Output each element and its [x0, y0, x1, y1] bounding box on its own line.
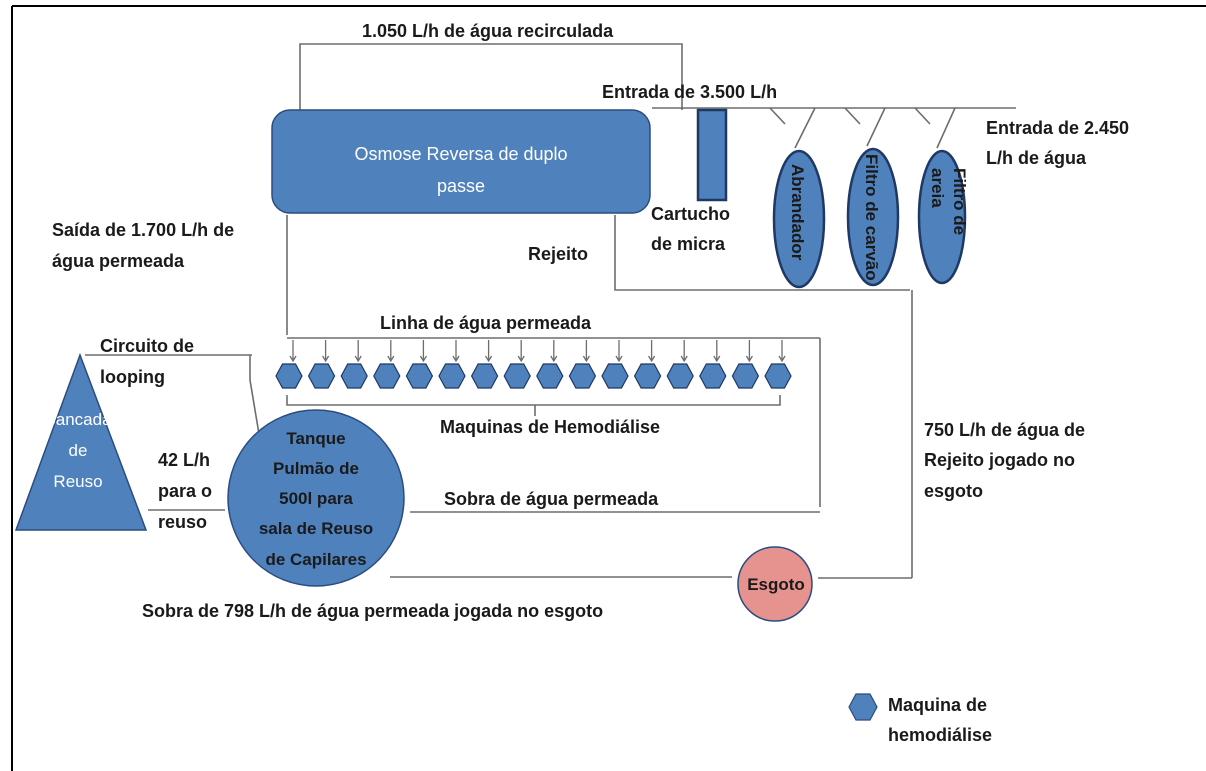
legend-label-2: hemodiálise — [888, 725, 992, 745]
reject-line — [614, 215, 910, 291]
hemodialysis-machine — [633, 363, 662, 389]
inlet-carbon-arrow2 — [844, 107, 861, 125]
hemodialysis-machine — [536, 363, 564, 389]
reverse-osmosis-label-1: Osmose Reversa de duplo — [354, 144, 567, 164]
inlet-softener-arrow — [794, 107, 816, 149]
hemodialysis-machine — [438, 363, 466, 389]
machines-bracket — [286, 395, 781, 406]
cartridge-label-2: de micra — [651, 234, 726, 254]
hemodialysis-machine — [601, 363, 629, 389]
leftover-permeate-label: Sobra de água permeada — [444, 489, 659, 509]
reverse-osmosis-label-2: passe — [437, 176, 485, 196]
hemodialysis-machine — [764, 363, 792, 389]
sand-filter-label-2: areia — [928, 168, 947, 208]
machine-feed-arrow — [387, 340, 395, 363]
input-2450-label-1: Entrada de 2.450 — [986, 118, 1129, 138]
softener-unit — [772, 149, 826, 289]
reuse-bench-label-3: Reuso — [53, 472, 102, 491]
machine-feed-arrows — [289, 340, 786, 363]
hemodialysis-machine — [503, 363, 531, 389]
inlet-sand-arrow2 — [914, 107, 931, 125]
micron-cartridge — [696, 108, 728, 202]
machine-feed-arrow — [745, 340, 753, 363]
hemodialysis-machine — [373, 363, 401, 389]
leftover-798-label: Sobra de 798 L/h de água permeada jogada… — [142, 601, 603, 621]
reuse-bench: Bancada de Reuso — [14, 352, 148, 531]
buffer-tank: Tanque Pulmão de 500l para sala de Reuso… — [227, 409, 405, 587]
hemodialysis-machine — [666, 363, 694, 389]
reuse-flow-label-3: reuso — [158, 512, 207, 532]
sand-filter-unit — [917, 149, 967, 285]
carbon-filter-unit — [846, 147, 900, 287]
machine-feed-arrow — [582, 340, 590, 363]
looping-label-2: looping — [100, 367, 165, 387]
legend-label-1: Maquina de — [888, 695, 987, 715]
legend: Maquina de hemodiálise — [848, 693, 992, 745]
looping-label-1: Circuito de — [100, 336, 194, 356]
machine-feed-arrow — [680, 340, 688, 363]
hemodialysis-machine — [405, 363, 434, 389]
carbon-filter-label: Filtro de carvão — [862, 154, 881, 281]
machine-feed-arrow — [485, 340, 493, 363]
machine-feed-arrow — [713, 340, 721, 363]
machine-feed-arrow — [648, 340, 656, 363]
reject-750-label-1: 750 L/h de água de — [924, 420, 1085, 440]
reuse-bench-label-1: Bancada — [44, 410, 112, 429]
inlet-sand-arrow — [936, 107, 956, 149]
reject-750-label-2: Rejeito jogado no — [924, 450, 1075, 470]
hemodialysis-machines — [275, 363, 792, 389]
hemodialysis-machine — [275, 363, 303, 389]
machine-feed-arrow — [615, 340, 623, 363]
diagram-frame — [11, 5, 1206, 771]
machine-feed-arrow — [354, 340, 362, 363]
input-2450-label-2: L/h de água — [986, 148, 1087, 168]
output-1700-label-1: Saída de 1.700 L/h de — [52, 220, 234, 240]
input-3500-label: Entrada de 3.500 L/h — [602, 82, 777, 102]
flow-lines — [85, 43, 1016, 579]
hemodialysis-machine — [307, 363, 336, 389]
recirculation-line — [299, 43, 683, 110]
reuse-flow-label-2: para o — [158, 481, 212, 501]
output-1700-label-2: água permeada — [52, 251, 185, 271]
machine-feed-arrow — [452, 340, 460, 363]
inlet-carbon-arrow — [866, 107, 886, 147]
tank-label-1: Tanque — [286, 429, 345, 448]
hemodialysis-machine — [568, 363, 597, 389]
reject-750-label-3: esgoto — [924, 481, 983, 501]
tank-label-2: Pulmão de — [273, 459, 359, 478]
permeate-line-label: Linha de água permeada — [380, 313, 592, 333]
machine-feed-arrow — [550, 340, 558, 363]
looping-down-line — [249, 355, 261, 441]
machine-feed-arrow — [778, 340, 786, 363]
machine-feed-arrow — [322, 340, 330, 363]
hemodialysis-machine — [731, 363, 760, 389]
legend-machine-icon — [848, 693, 878, 721]
tank-label-4: sala de Reuso — [259, 519, 373, 538]
tank-label-3: 500l para — [279, 489, 353, 508]
sand-filter-label-1: Filtro de — [950, 168, 969, 235]
machines-label: Maquinas de Hemodiálise — [440, 417, 660, 437]
hemodialysis-machine — [699, 363, 727, 389]
hemodialysis-machine — [340, 363, 368, 389]
sewer-label: Esgoto — [747, 575, 805, 594]
softener-label: Abrandador — [788, 164, 807, 261]
sewer: Esgoto — [737, 546, 813, 622]
cartridge-label-1: Cartucho — [651, 204, 730, 224]
reverse-osmosis-unit: Osmose Reversa de duplo passe — [271, 109, 651, 214]
inlet-softener-arrow2 — [769, 107, 786, 125]
machine-feed-arrow — [419, 340, 427, 363]
reuse-bench-label-2: de — [69, 441, 88, 460]
reject-label: Rejeito — [528, 244, 588, 264]
machine-feed-arrow — [517, 340, 525, 363]
recirculated-label: 1.050 L/h de água recirculada — [362, 21, 614, 41]
machine-feed-arrow — [289, 340, 297, 363]
reuse-flow-label-1: 42 L/h — [158, 450, 210, 470]
tank-label-5: de Capilares — [265, 550, 366, 569]
hemodialysis-machine — [470, 363, 499, 389]
